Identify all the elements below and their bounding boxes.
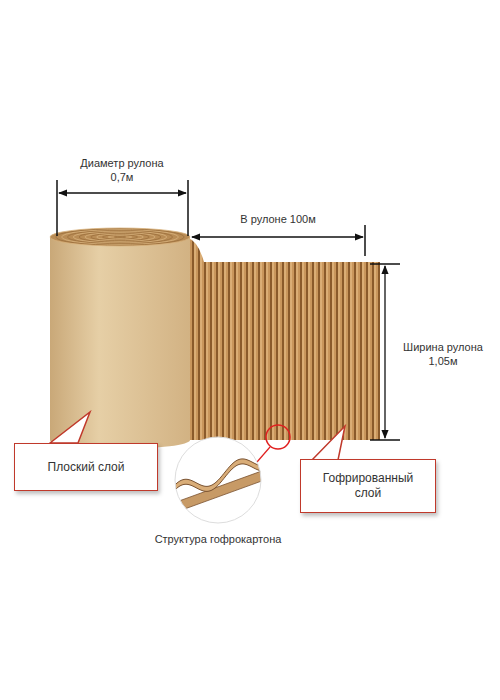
callout-box: Гофрированный слой — [300, 459, 436, 513]
roll-ring — [79, 232, 161, 243]
leader-line — [257, 447, 270, 462]
diameter-dimension — [59, 192, 186, 193]
roll-ring — [103, 235, 138, 240]
callout-pointer — [312, 426, 345, 460]
dimension-label: Структура гофрокартона — [133, 532, 303, 546]
callout-box: Плоский слой — [14, 443, 158, 491]
structure-icon — [168, 437, 272, 523]
roll-ring — [50, 228, 190, 246]
roll-ring — [73, 231, 166, 243]
callout-pointer — [50, 412, 90, 443]
roll-body — [50, 237, 190, 449]
dimension-label: В рулоне 100м — [213, 212, 343, 226]
label-text: В рулоне 100м — [240, 213, 315, 225]
width-dimension — [384, 266, 385, 438]
callout-text: Плоский слой — [48, 460, 125, 475]
label-text: Диаметр рулона 0,7м — [80, 157, 163, 183]
roll-ring — [114, 236, 126, 238]
detail-circle — [266, 425, 290, 449]
label-text: Ширина рулона 1,05м — [403, 341, 483, 367]
roll-ring — [91, 233, 149, 241]
roll-top — [50, 228, 190, 246]
roll-ring — [56, 229, 184, 246]
length-dimension — [192, 236, 363, 237]
dimension-label: Диаметр рулона 0,7м — [72, 156, 172, 185]
dimension-label: Ширина рулона 1,05м — [398, 340, 488, 369]
roll-ring — [97, 234, 144, 240]
roll-rings — [50, 228, 190, 246]
roll-ring — [62, 230, 179, 245]
roll-ring — [85, 233, 155, 242]
label-text: Структура гофрокартона — [155, 533, 282, 545]
roll-ring — [108, 236, 131, 239]
corrugated-sheet — [188, 238, 380, 440]
callout-text: Гофрированный слой — [309, 471, 427, 501]
roll-ring — [68, 230, 173, 244]
